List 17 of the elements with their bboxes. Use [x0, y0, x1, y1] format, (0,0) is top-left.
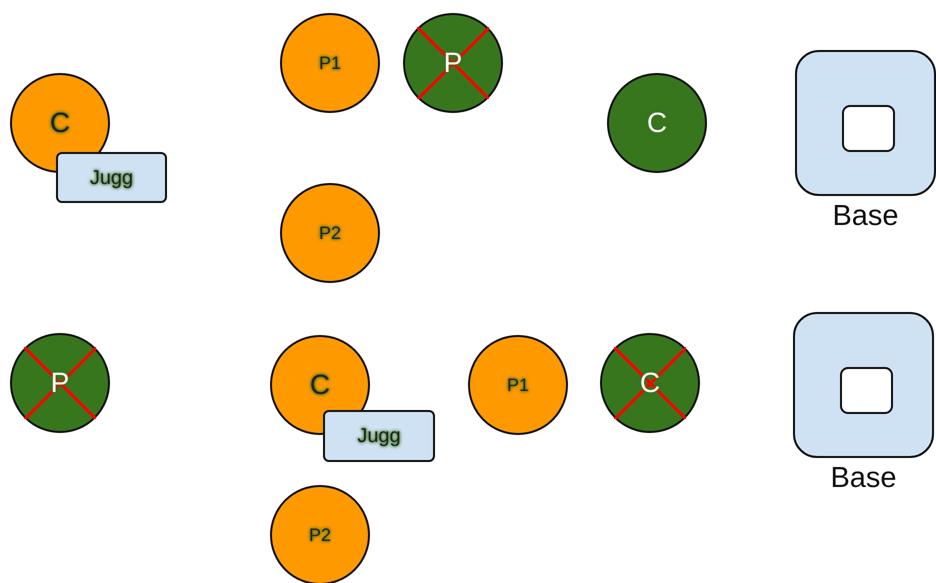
circle-label: P2: [308, 526, 332, 544]
circle-label: P1: [318, 54, 342, 72]
box-caption: Base: [829, 462, 898, 495]
box-caption: Base: [831, 200, 900, 233]
tag-box: [323, 410, 435, 462]
circle-label: C: [310, 371, 330, 399]
circle-label: P: [50, 369, 70, 397]
circle-label: C: [646, 109, 668, 137]
tag-label: Jugg: [357, 426, 401, 446]
tag-label: Jugg: [90, 168, 134, 188]
circle-label: P: [444, 49, 462, 77]
inner-square: [840, 367, 893, 414]
circle-label: C: [50, 109, 70, 137]
circle-label: P1: [506, 376, 530, 394]
circle-label: P2: [318, 224, 342, 242]
tag-box: [56, 152, 167, 203]
inner-square: [842, 105, 895, 152]
